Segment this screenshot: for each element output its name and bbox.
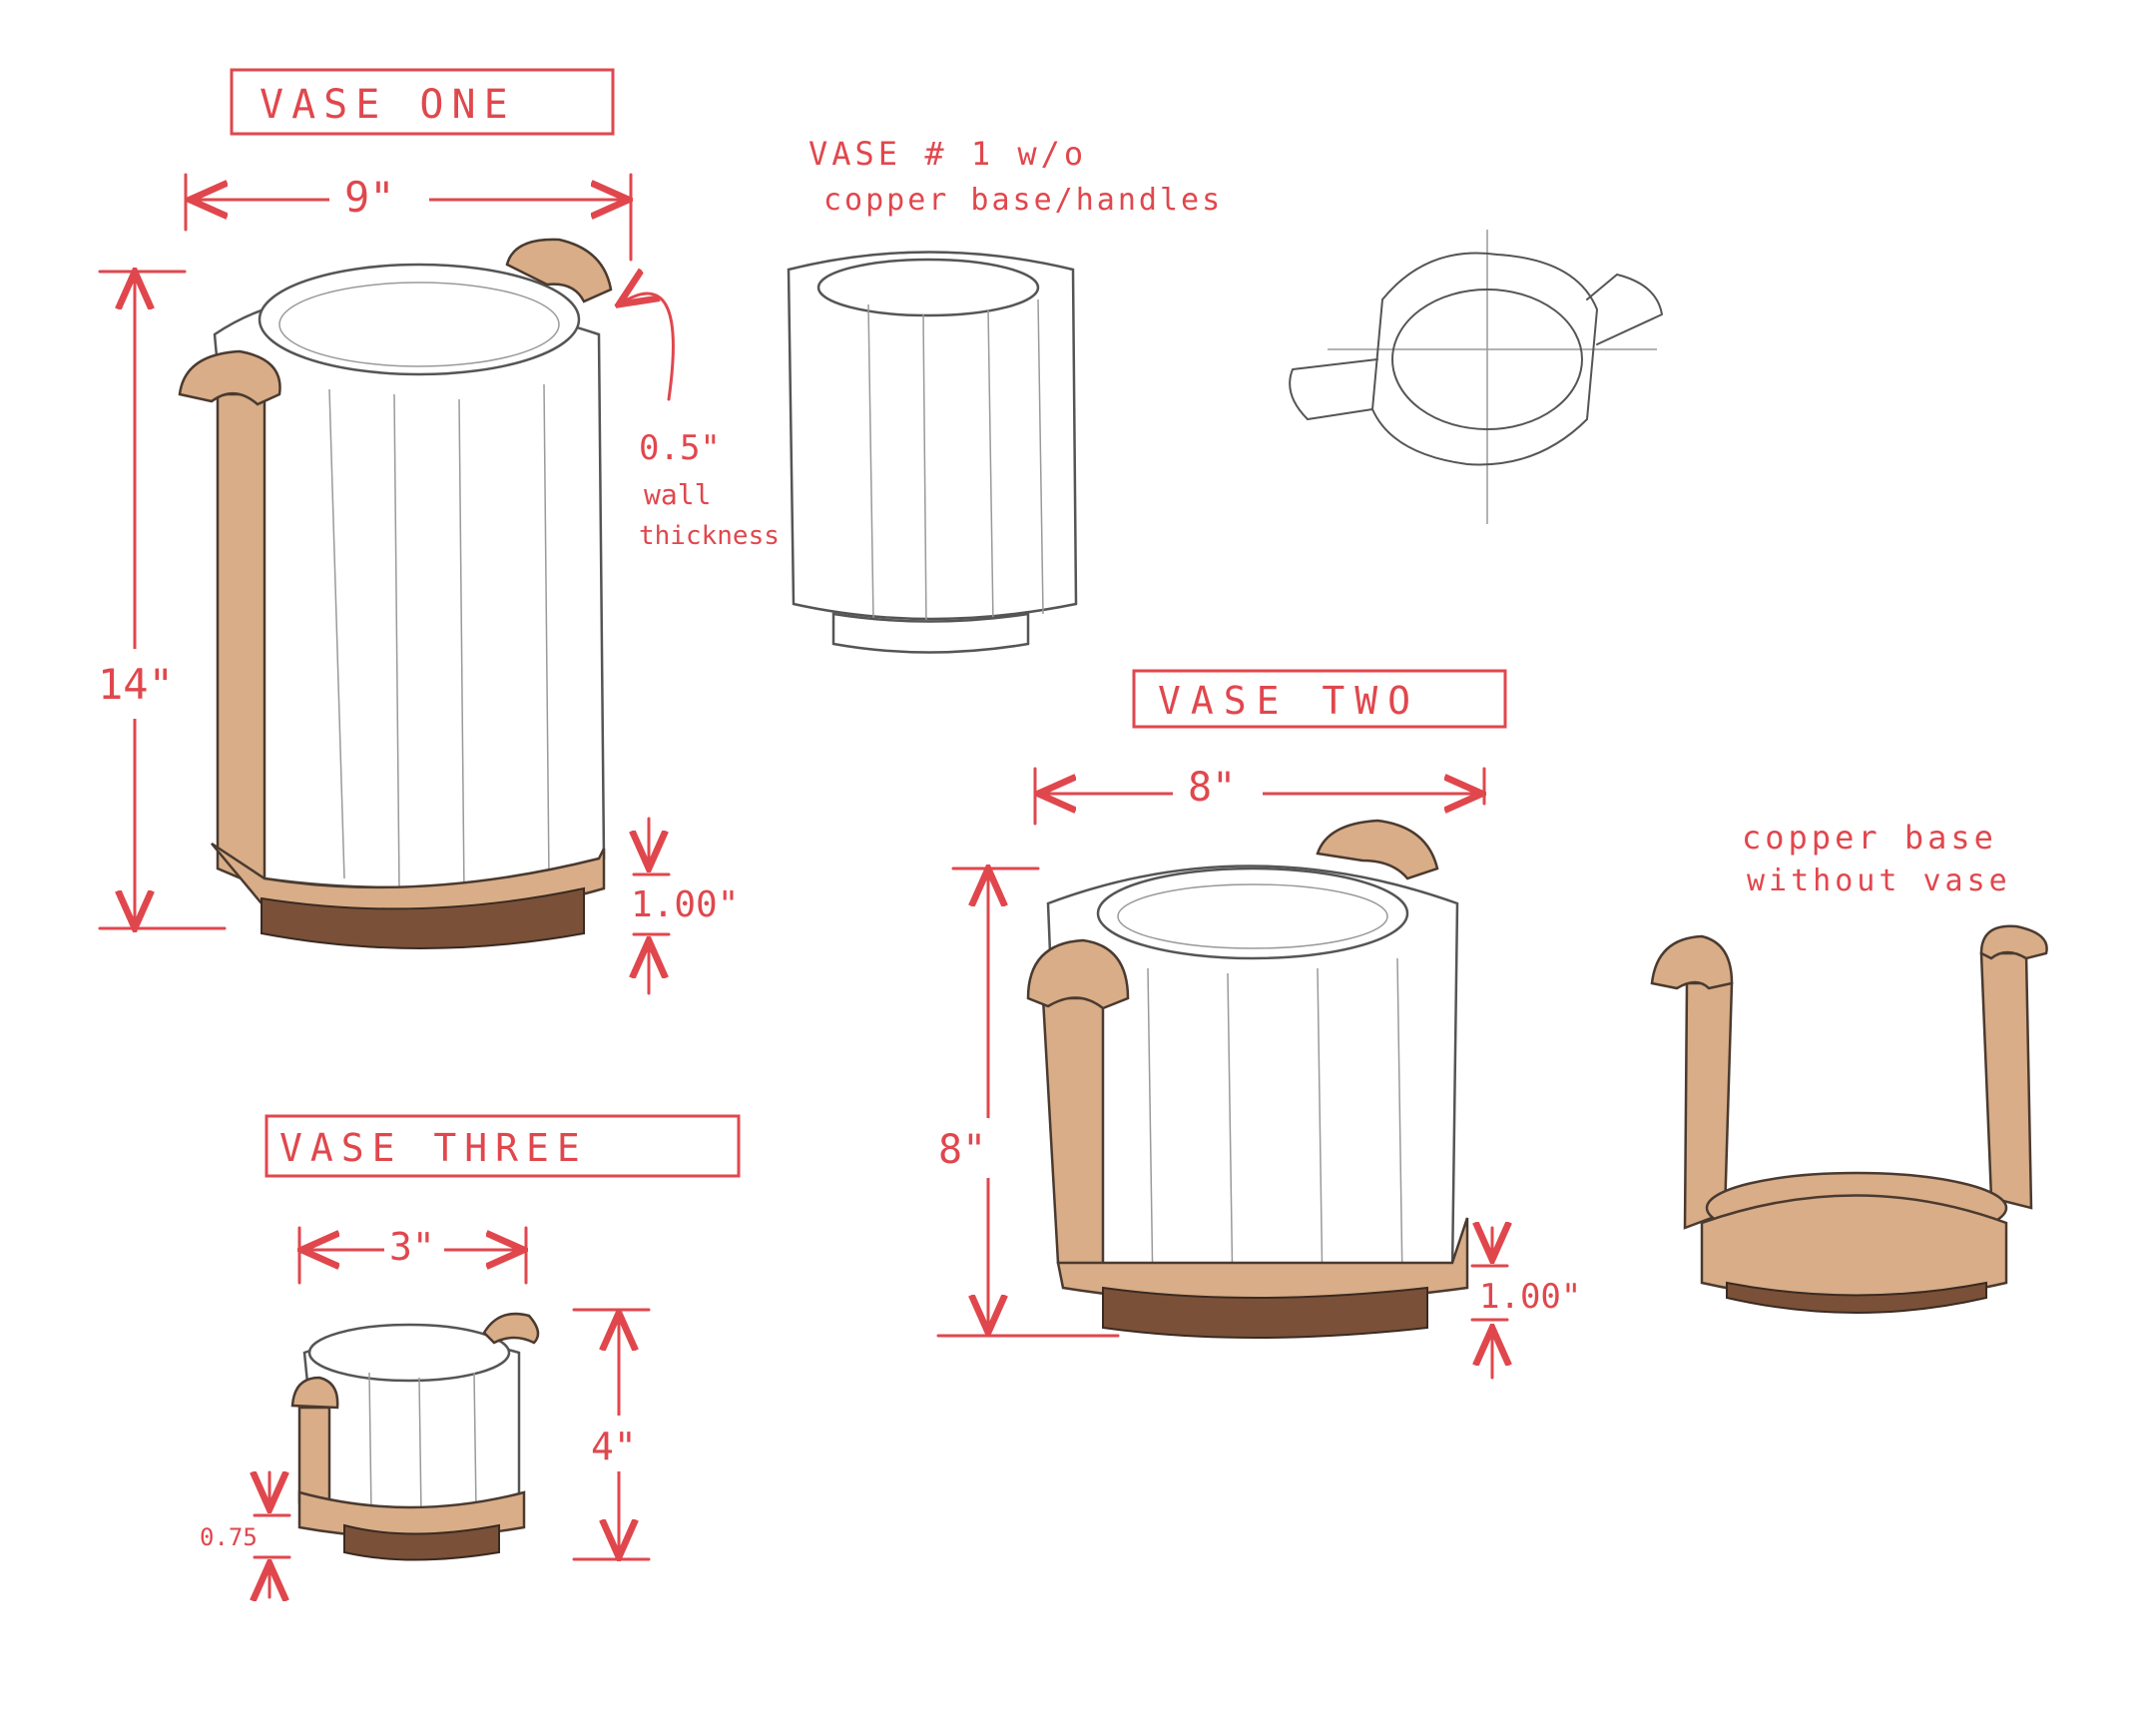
vase-two-group: VASE TWO 8" 8" 1.00" [933, 669, 1581, 1380]
vase-two-handle-right-cap [1316, 819, 1439, 880]
vase-two-handle-left [1041, 996, 1105, 1270]
v1-base-label: 1.00" [631, 884, 739, 925]
wall-thickness-line2: wall [644, 478, 711, 511]
vase-three-title-box [265, 1114, 741, 1178]
vase-one-base-ring [261, 886, 585, 949]
v1-width-label: 9" [344, 173, 395, 222]
vase-one-plain-group: VASE # 1 w/o copper base/handles [787, 135, 1223, 654]
vase-one-handle-left [216, 392, 267, 890]
copper-base-ring [1726, 1281, 1987, 1314]
copper-handle-right-cap [1979, 924, 2048, 960]
vase-three-group: VASE THREE 3" 4" 0.75 [200, 1114, 741, 1597]
vase-one-handle-left-cap [178, 349, 281, 406]
copper-base-only-group: copper base without vase [1650, 819, 2048, 1314]
copper-base-note-line2: without vase [1747, 864, 2011, 898]
vase-one-rim [258, 263, 581, 376]
vase-three-base-ring [343, 1523, 500, 1561]
vase-two-rim [1096, 866, 1409, 960]
vase-three-rim [307, 1323, 511, 1383]
vase-one-plain-rim [816, 258, 1040, 317]
vase-one-plain-base [831, 612, 1030, 654]
v3-base-label: 0.75 [200, 1523, 258, 1551]
copper-handle-left-cap [1650, 934, 1734, 990]
vase-two-base-ring [1102, 1286, 1428, 1339]
vase-one-plain-note-line2: copper base/handles [823, 183, 1223, 218]
copper-base-outer-wall [1700, 1194, 2008, 1302]
vase-two-title: VASE TWO [1158, 679, 1420, 723]
wall-thickness-line1: 0.5" [639, 428, 721, 468]
vase-one-title: VASE ONE [260, 82, 516, 128]
wall-thickness-line3: thickness [639, 521, 780, 551]
v3-height-label: 4" [591, 1425, 637, 1468]
vase-three-handle-right-cap [482, 1312, 540, 1345]
vase-three-handle-left-cap [290, 1376, 339, 1410]
v2-height-label: 8" [938, 1127, 986, 1173]
v3-width-label: 3" [389, 1225, 435, 1269]
copper-handle-right [1979, 951, 2033, 1210]
v2-base-label: 1.00" [1479, 1277, 1581, 1317]
top-view-opening [1391, 289, 1583, 430]
v1-height-label: 14" [98, 660, 174, 709]
vase-three-title: VASE THREE [279, 1126, 588, 1170]
vase-two-handle-left-cap [1026, 938, 1130, 1010]
vase-one-plain-note-line1: VASE # 1 w/o [808, 135, 1087, 173]
v2-width-label: 8" [1188, 765, 1236, 811]
top-view-handle-left [1289, 358, 1378, 420]
vase-one-handle-right-cap [505, 238, 613, 303]
vase-one-plain-body [787, 251, 1078, 621]
vase-two-title-box [1132, 669, 1507, 729]
vase-one-title-box [230, 68, 615, 136]
vase-three-handle-left [297, 1406, 331, 1504]
vase-one-group: VASE ONE 9" 14" 1.00" [95, 68, 780, 995]
vase-top-view [1289, 230, 1663, 524]
top-view-handle-right [1586, 274, 1663, 345]
copper-base-note-line1: copper base [1742, 819, 1997, 857]
